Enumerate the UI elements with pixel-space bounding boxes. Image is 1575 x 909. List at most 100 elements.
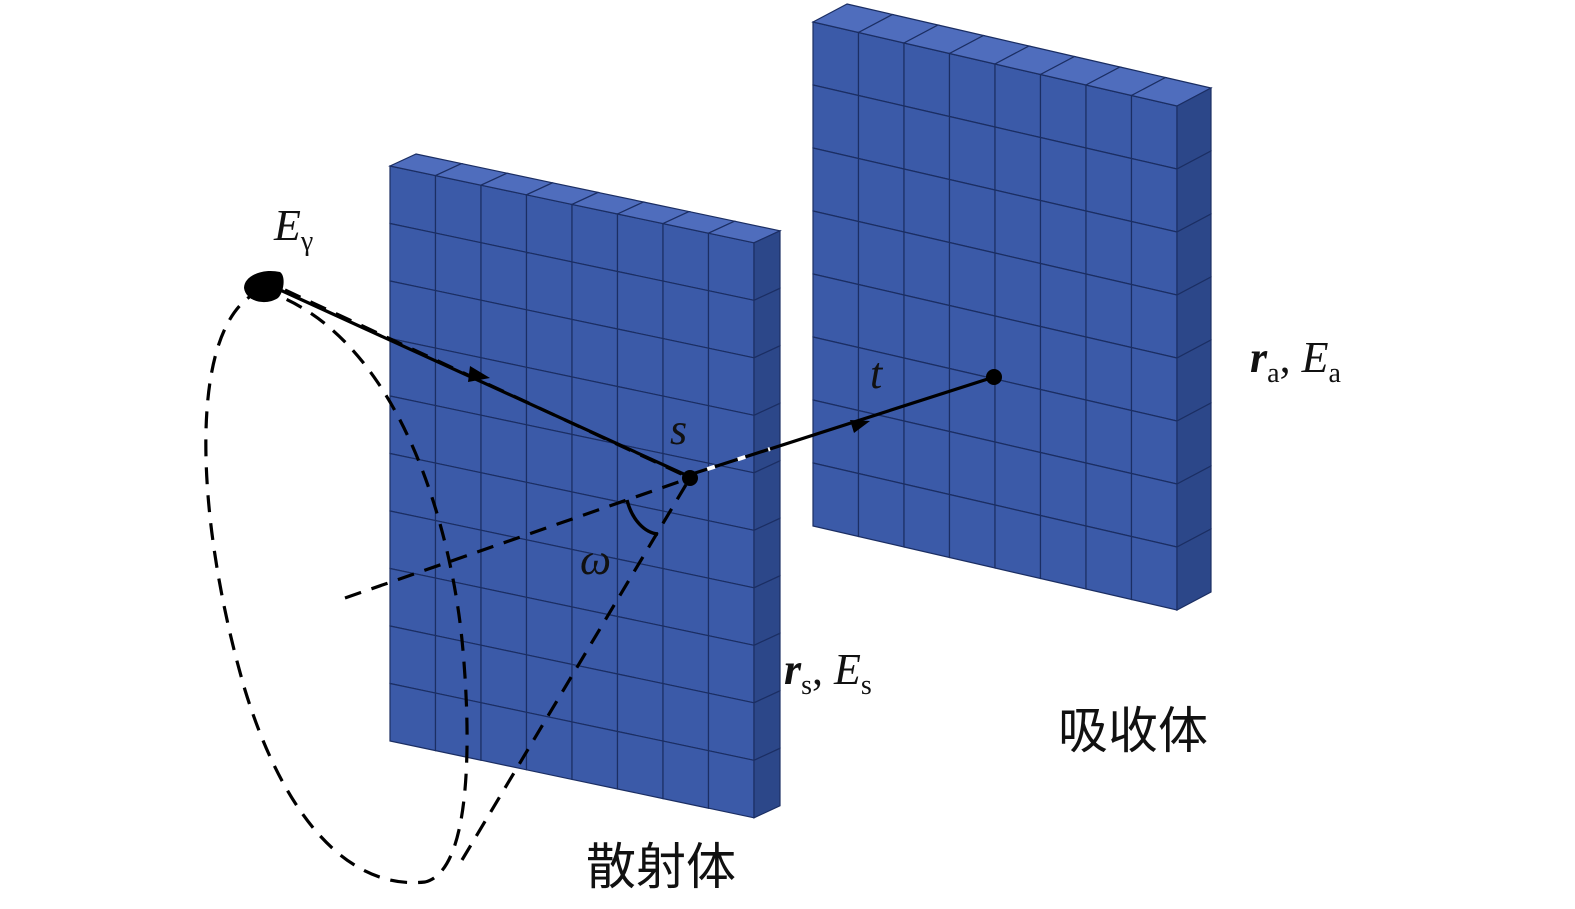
module-cell (434, 692, 482, 761)
module-cell (1039, 136, 1087, 212)
module-cell (662, 222, 710, 292)
module-cell (480, 241, 528, 311)
module-cell (480, 701, 528, 771)
module-cell (571, 721, 619, 790)
module-cell (1130, 94, 1178, 170)
module-cell (812, 273, 860, 349)
module-cell (389, 222, 437, 292)
module-cell (707, 749, 755, 819)
cone-base-ellipse (204, 288, 469, 885)
module-cell (616, 213, 664, 282)
module-cell (812, 84, 860, 160)
module-cell (903, 168, 951, 244)
module-cell (948, 178, 996, 254)
cone-edge-lower (460, 477, 692, 861)
module-cell (994, 441, 1042, 517)
module-cell (903, 294, 951, 370)
module-cell (571, 433, 619, 503)
module-cell (662, 337, 710, 407)
module-cell (1039, 325, 1087, 401)
module-cell (857, 94, 905, 170)
module-cell (1085, 210, 1133, 286)
module-cell (1085, 462, 1133, 538)
absorber-position-label: ra, Ea (1250, 333, 1341, 389)
module-cell (389, 165, 437, 234)
module-cell (812, 21, 860, 97)
arrow-head-icon (468, 366, 490, 382)
module-cell (525, 596, 573, 666)
module-cell (389, 395, 437, 464)
scatterer-label: 散射体 (586, 838, 736, 896)
module-cell (948, 304, 996, 380)
module-cell (994, 252, 1042, 328)
module-cell (525, 251, 573, 321)
module-cell (525, 424, 573, 493)
module-cell (1130, 409, 1178, 485)
module-cell (525, 366, 573, 436)
module-cell (857, 283, 905, 359)
cone-axis (344, 476, 691, 600)
module-cell (812, 399, 860, 475)
module-cell (857, 220, 905, 296)
module-cell (480, 529, 528, 599)
module-cell-side (1176, 528, 1212, 611)
module-cell-side (753, 747, 781, 819)
module-cell (389, 280, 437, 349)
module-cell (662, 740, 710, 809)
module-cell (707, 692, 755, 762)
module-cell (434, 462, 482, 531)
module-cell (812, 147, 860, 223)
module-cell (434, 289, 482, 359)
module-cell (994, 504, 1042, 580)
label-omega: ω (580, 535, 611, 584)
module-cell (948, 241, 996, 317)
module-cell (616, 385, 664, 455)
module-cell (480, 299, 528, 369)
module-cell (525, 481, 573, 551)
module-cell (1085, 84, 1133, 160)
module-cell (571, 203, 619, 273)
absorption-point (986, 369, 1002, 385)
label-t: t (870, 349, 884, 398)
module-cell (707, 289, 755, 359)
module-cell (812, 462, 860, 538)
module-cell (903, 420, 951, 496)
module-cell (616, 730, 664, 800)
module-cell (948, 115, 996, 191)
module-cell (616, 615, 664, 685)
module-cell (1085, 336, 1133, 412)
module-cell (903, 231, 951, 307)
module-cell (662, 510, 710, 579)
module-cell (1039, 388, 1087, 464)
module-cell (1039, 73, 1087, 149)
scatterer-position-label: rs, Es (784, 645, 872, 701)
module-cell (389, 567, 437, 637)
module-cell (1039, 514, 1087, 590)
module-cell (1130, 283, 1178, 359)
module-cell (434, 232, 482, 301)
module-cell (525, 539, 573, 608)
module-cell (480, 414, 528, 484)
module-cell (389, 682, 437, 752)
source-energy-label: Eγ (273, 201, 313, 257)
scatter-point (682, 470, 698, 486)
module-cell (662, 280, 710, 349)
module-cell (707, 577, 755, 647)
module-cell (1130, 220, 1178, 296)
source-point-icon (244, 270, 284, 303)
module-cell (707, 347, 755, 417)
module-cell (525, 711, 573, 781)
module-cell (389, 625, 437, 694)
module-cell (994, 126, 1042, 202)
module-cell (480, 471, 528, 541)
module-cell (662, 682, 710, 752)
absorber-label: 吸收体 (1058, 702, 1208, 760)
incident-ray (277, 287, 689, 478)
module-cell (707, 519, 755, 589)
module-cell (571, 318, 619, 388)
module-cell (1085, 525, 1133, 601)
module-cell (994, 189, 1042, 265)
module-cell (812, 210, 860, 286)
scatterer-detector (388, 153, 782, 819)
